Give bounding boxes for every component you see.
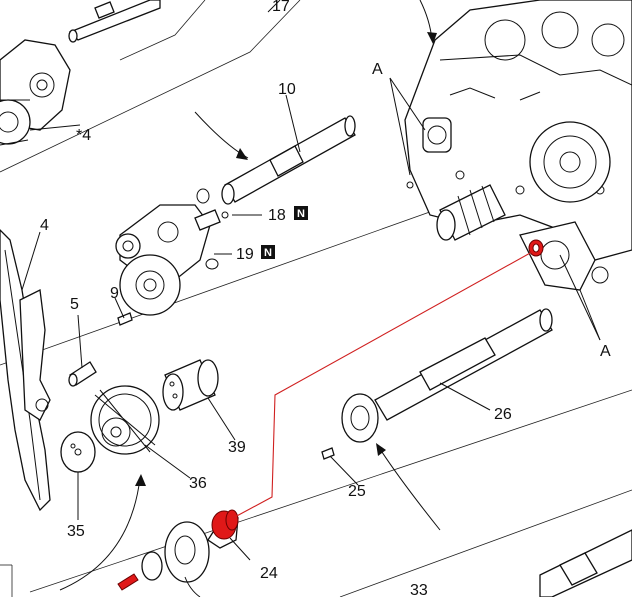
engine-block: [404, 0, 632, 291]
badge-18-text: N: [297, 208, 305, 220]
shaft-33: [539, 529, 632, 597]
label-18: 18: [268, 207, 286, 224]
gear-36: [90, 385, 160, 455]
label-35: 35: [67, 523, 85, 540]
label-17: 17: [272, 0, 290, 15]
part-labels: 17 *4 10 A 18 N 19 N 4 9 5 A 26 39 36 25…: [40, 0, 611, 597]
badge-19-box: [261, 245, 275, 259]
curved-arrows: [59, 0, 441, 597]
label-24: 24: [260, 565, 278, 582]
shaft-10: [196, 115, 356, 205]
label-19: 19: [236, 246, 254, 263]
sleeve-39: [162, 359, 219, 411]
shaft-top: [68, 0, 161, 43]
label-36: 36: [189, 475, 207, 492]
red-bolt: [117, 573, 139, 591]
timing-chain: [0, 229, 51, 512]
label-33: 33: [410, 582, 428, 597]
label-4: 4: [40, 217, 49, 234]
disc-35: [60, 431, 96, 473]
label-25: 25: [348, 483, 366, 500]
leader-lines: [21, 0, 601, 561]
shaft-26: [321, 308, 553, 460]
pump-top-left: [0, 39, 71, 146]
label-4-star: *4: [76, 127, 91, 144]
label-10: 10: [278, 81, 296, 98]
highlighted-part-24: [211, 239, 544, 540]
badge-18-box: [294, 206, 308, 220]
stud-5: [68, 361, 97, 387]
label-a-top: A: [372, 61, 383, 78]
label-a-right: A: [600, 343, 611, 360]
label-26: 26: [494, 406, 512, 423]
pump-center: [115, 204, 229, 326]
label-39: 39: [228, 439, 246, 456]
badge-19-text: N: [264, 247, 272, 259]
label-5: 5: [70, 296, 79, 313]
label-9: 9: [110, 285, 119, 302]
